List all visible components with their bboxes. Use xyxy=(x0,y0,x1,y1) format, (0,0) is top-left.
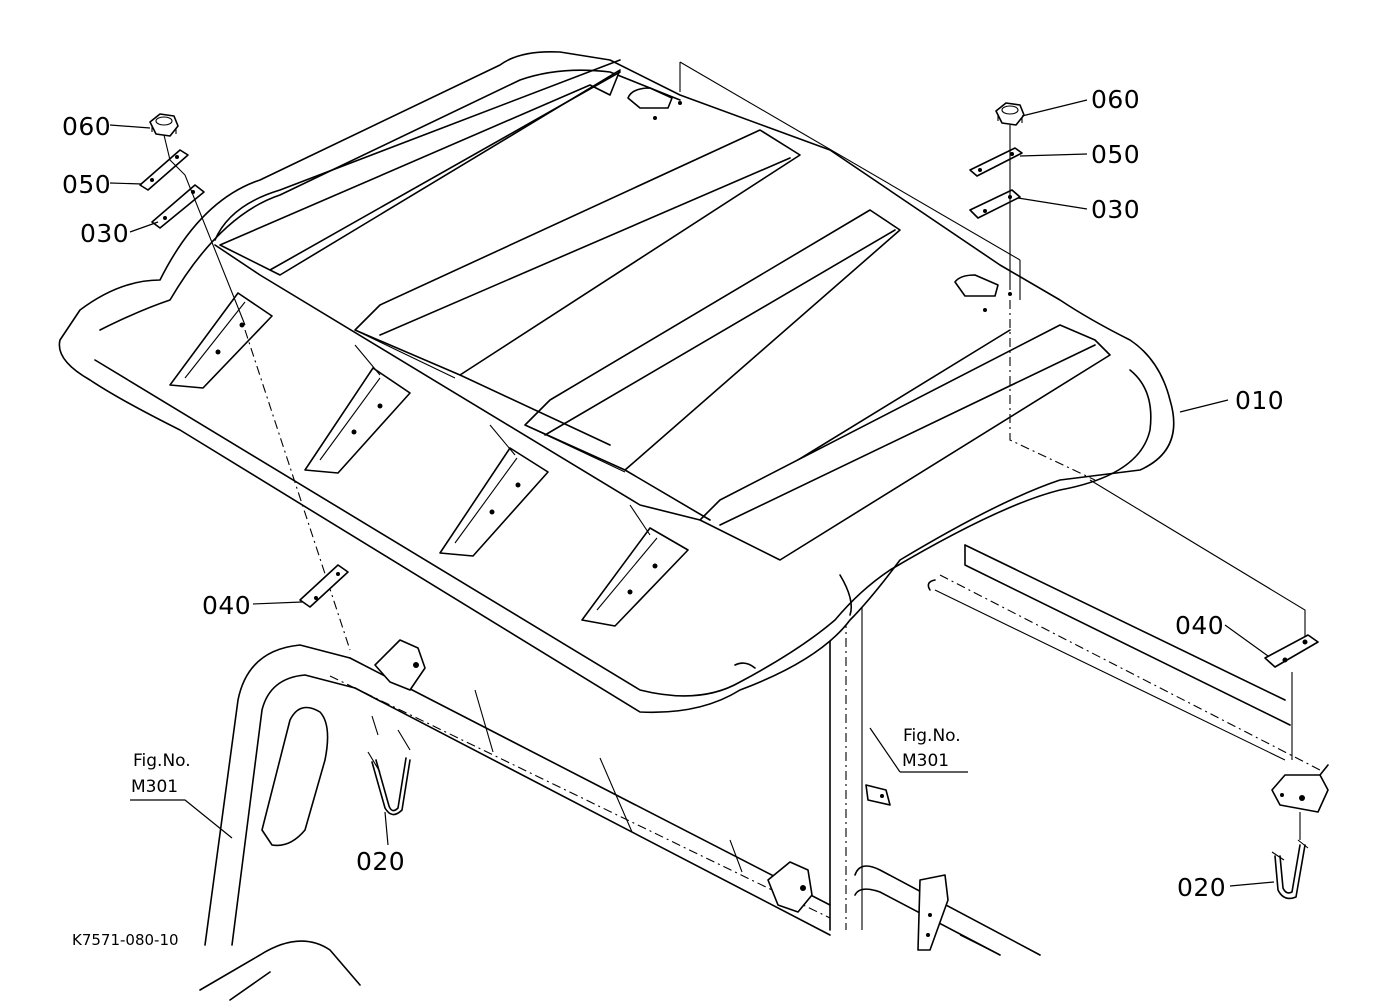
label-020-left: 020 xyxy=(356,847,405,876)
drawing-code: K7571-080-10 xyxy=(72,931,179,949)
label-040-left: 040 xyxy=(202,591,251,620)
label-010: 010 xyxy=(1235,386,1284,415)
hardware-right xyxy=(969,102,1319,900)
label-020-right: 020 xyxy=(1177,873,1226,902)
fig-ref-left-line2: M301 xyxy=(131,777,178,797)
label-060-right: 060 xyxy=(1091,85,1140,114)
canopy-roof xyxy=(58,50,1175,714)
fig-ref-right-line1: Fig.No. xyxy=(903,726,961,746)
hardware-left xyxy=(139,113,411,816)
label-030-right: 030 xyxy=(1091,195,1140,224)
part-labels: 060 050 030 040 020 060 050 030 010 040 … xyxy=(62,85,1284,949)
label-050-left: 050 xyxy=(62,170,111,199)
fig-ref-left-line1: Fig.No. xyxy=(133,751,191,771)
label-040-right: 040 xyxy=(1175,611,1224,640)
callout-leaders xyxy=(109,99,1275,887)
label-030-left: 030 xyxy=(80,219,129,248)
label-060-left: 060 xyxy=(62,112,111,141)
rops-frame xyxy=(199,544,1329,1001)
label-050-right: 050 xyxy=(1091,140,1140,169)
fig-ref-right-line2: M301 xyxy=(902,751,949,771)
